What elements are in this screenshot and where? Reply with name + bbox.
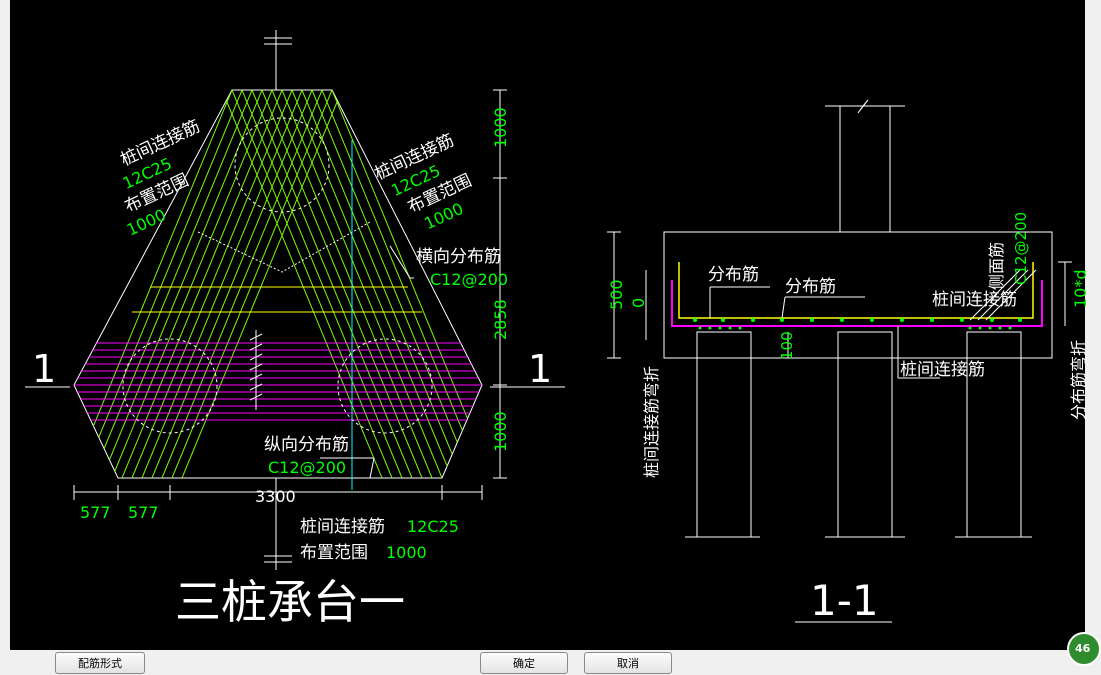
- rebar-style-button[interactable]: 配筋形式: [55, 652, 145, 674]
- section-mark-left: 1: [32, 347, 56, 391]
- drawing-svg: 1 1 1000 2858 1000 3300 577 577: [25, 30, 1090, 629]
- section-view: 500 0 100 分布筋 分布筋 桩间连接筋 桩间连接筋 侧面筋 C12@20…: [607, 99, 1090, 625]
- magenta-rebar: [671, 280, 1043, 327]
- label-dist-2: 分布筋: [785, 277, 836, 297]
- dim-500: 500: [607, 279, 626, 310]
- label-conn-bottom: 桩间连接筋: [300, 517, 385, 537]
- label-conn-lower: 桩间连接筋: [900, 360, 985, 380]
- label-bend-left: 桩间连接筋弯折: [642, 366, 661, 478]
- label-conn-bottom-spec: 12C25: [407, 517, 459, 536]
- pile-cap-plan: 1 1 1000 2858 1000 3300 577 577: [25, 30, 565, 629]
- connection-chevron: [197, 221, 371, 273]
- yellow-rebar: [678, 262, 1034, 319]
- column: [839, 99, 891, 232]
- dim-577-b: 577: [128, 503, 159, 522]
- pile-right: [337, 338, 433, 434]
- dim-width: 3300: [255, 487, 296, 506]
- dim-100: 100: [778, 331, 796, 360]
- label-conn: 桩间连接筋: [932, 290, 1017, 310]
- dimension-horizontal: [73, 485, 483, 500]
- rebar-dots: [693, 318, 1022, 330]
- label-transverse-spec: C12@200: [430, 270, 508, 289]
- label-10d: 10*d: [1071, 269, 1090, 308]
- label-range-bottom: 布置范围: [300, 543, 368, 563]
- dim-mid: 2858: [491, 299, 510, 340]
- cap-section: [663, 231, 1053, 359]
- left-view-title: 三桩承台一: [175, 575, 405, 629]
- ok-button[interactable]: 确定: [480, 652, 568, 674]
- diagonal-rebar-bands: [74, 90, 482, 478]
- dim-top: 1000: [491, 107, 510, 148]
- label-transverse: 横向分布筋: [416, 247, 501, 267]
- dim-0: 0: [629, 298, 648, 308]
- dim-577-a: 577: [80, 503, 111, 522]
- cancel-button[interactable]: 取消: [584, 652, 672, 674]
- notification-badge[interactable]: 46: [1067, 632, 1101, 666]
- section-view-title: 1-1: [810, 576, 879, 625]
- label-longitudinal-spec: C12@200: [268, 458, 346, 477]
- pile-section-left: [696, 331, 752, 538]
- label-side-spec: C12@200: [1012, 212, 1030, 285]
- pile-top: [234, 117, 330, 213]
- dim-bottom: 1000: [491, 411, 510, 452]
- label-longitudinal: 纵向分布筋: [264, 435, 349, 455]
- cad-drawing-canvas[interactable]: 1 1 1000 2858 1000 3300 577 577: [0, 0, 1090, 650]
- pile-left: [122, 338, 218, 434]
- label-bend-right: 分布筋弯折: [1069, 340, 1088, 420]
- label-side: 侧面筋: [987, 242, 1006, 290]
- dimension-vertical: [493, 89, 507, 479]
- label-range-bottom-val: 1000: [386, 543, 427, 562]
- section-mark-right: 1: [528, 347, 552, 391]
- label-dist-1: 分布筋: [708, 265, 759, 285]
- pile-section-mid: [837, 331, 893, 538]
